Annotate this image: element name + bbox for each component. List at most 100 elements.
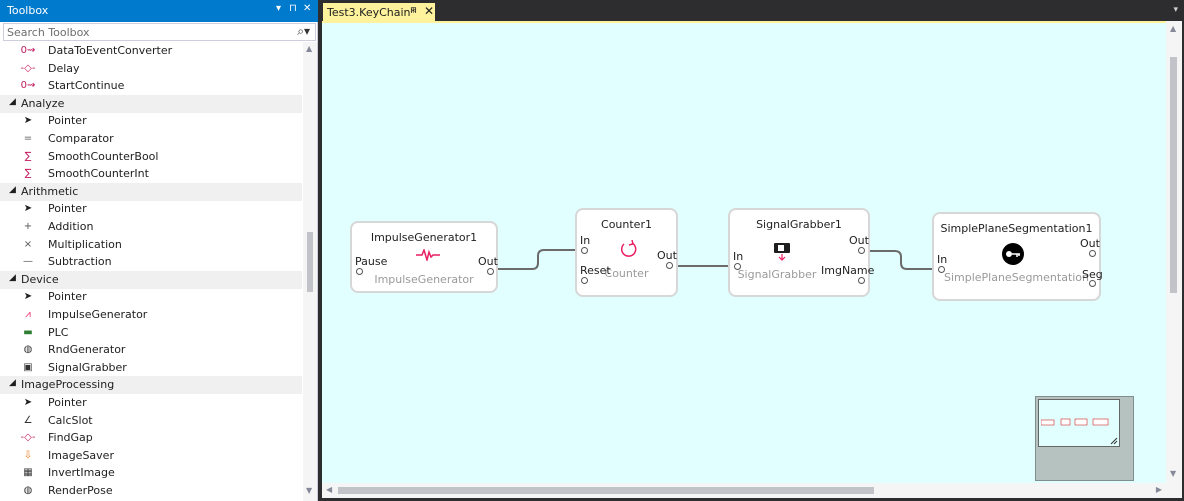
toolbox-item-rndgenerator[interactable]: ◍RndGenerator (0, 341, 302, 359)
toolbox-item-addition[interactable]: + Addition (0, 218, 302, 236)
tab-close-icon[interactable]: ✕ (424, 4, 435, 18)
search-icon[interactable]: ⌕▾ (297, 24, 310, 38)
pointer-icon: ➤ (23, 397, 33, 408)
toolbox-item-renderpose[interactable]: ◍RenderPose (0, 482, 302, 500)
toolbox-item-smoothcounterbool[interactable]: ∑SmoothCounterBool (0, 148, 302, 166)
signal-grabber-icon: ▣ (23, 361, 33, 373)
toolbox-category-arithmetic[interactable]: ◢Arithmetic (0, 182, 302, 201)
times-icon: × (23, 238, 33, 250)
toolbox-item-subtraction[interactable]: —Subtraction (0, 253, 302, 271)
toolbox-item-datatoeventconverter[interactable]: 0⇝DataToEventConverter (0, 42, 302, 60)
toolbox-item-pointer[interactable]: ➤Pointer (0, 200, 302, 218)
toolbox-row-label: Multiplication (48, 237, 122, 251)
port-out[interactable] (666, 262, 673, 269)
pointer-icon: ➤ (23, 291, 33, 303)
resize-grip-icon[interactable] (1110, 437, 1118, 445)
toolbox-tree: 0⇝DataToEventConverter-◇-Delay 0⇝ StartCon… (0, 42, 302, 501)
expand-arrow-icon[interactable]: ◢ (9, 96, 16, 107)
canvas-vertical-scrollbar[interactable]: ▲ ▼ (1166, 21, 1182, 483)
minimap-viewport[interactable] (1038, 399, 1120, 447)
smooth-counter-int-icon: ∑ (24, 168, 32, 180)
toolbox-item-pointer[interactable]: ➤Pointer (0, 288, 302, 306)
toolbox-row-label: Comparator (48, 132, 114, 145)
tab-test3-keychain[interactable]: Test3.KeyChain* ⊓ ✕ (323, 3, 435, 22)
toolbox-item-pointer[interactable]: ➤Pointer (0, 112, 302, 130)
toolbox-category-device[interactable]: ◢Device (0, 270, 302, 289)
canvas-horizontal-scrollbar[interactable]: ◀ ▶ (322, 483, 1166, 498)
toolbox-row-label: SmoothCounterInt (48, 167, 149, 181)
calc-slot-icon: ∠ (23, 414, 33, 426)
signal-grabber-icon (774, 243, 790, 261)
scroll-thumb[interactable] (338, 487, 874, 494)
toolbox-row-label: StartContinue (48, 79, 125, 93)
port-label-out: Out (657, 249, 677, 262)
port-out[interactable] (1089, 250, 1096, 257)
toolbox-item-calcslot[interactable]: ∠ CalcSlot (0, 412, 302, 430)
dropdown-icon[interactable]: ▾ (276, 3, 282, 14)
render-pose-icon: ◍ (23, 485, 33, 496)
port-seg[interactable] (1089, 280, 1096, 287)
port-out[interactable] (858, 247, 865, 254)
port-reset[interactable] (581, 277, 588, 284)
toolbox-row-label: CalcSlot (48, 413, 93, 427)
tab-label: Test3.KeyChain* (327, 6, 417, 19)
start-continue-icon: 0⇝ (20, 80, 36, 92)
toolbox-item-multiplication[interactable]: × Multiplication (0, 236, 302, 254)
toolbox-item-invertimage[interactable]: ▦InvertImage (0, 464, 302, 482)
scroll-right-icon[interactable]: ▶ (1155, 485, 1162, 494)
scroll-thumb[interactable] (1170, 57, 1177, 293)
node-subtitle: SignalGrabber (737, 268, 817, 281)
tab-menu-icon[interactable]: ▾ (1173, 5, 1178, 15)
toolbox-row-label: Analyze (21, 96, 65, 110)
scroll-left-icon[interactable]: ◀ (326, 485, 333, 494)
toolbox-item-impulsegenerator[interactable]: ⩘ImpulseGenerator (0, 306, 302, 324)
wire-impulse-to-counter (490, 249, 584, 270)
node-title: ImpulseGenerator1 (370, 231, 478, 244)
scroll-down-icon[interactable]: ▼ (306, 486, 313, 495)
port-pause[interactable] (356, 268, 363, 275)
minimap[interactable] (1035, 396, 1134, 481)
node-counter[interactable]: Counter1 Counter In Reset Out (575, 208, 678, 297)
expand-arrow-icon[interactable]: ◢ (9, 272, 16, 283)
toolbox-item-imagesaver[interactable]: ⇩ImageSaver (0, 447, 302, 465)
port-label-in: In (580, 234, 591, 247)
node-simple-plane-segmentation[interactable]: SimplePlaneSegmentation1 SimplePlaneSegm… (932, 212, 1103, 301)
scroll-down-icon[interactable]: ▼ (1170, 469, 1177, 478)
toolbox-row-label: Addition (48, 220, 94, 233)
toolbox-item-smoothcounterint[interactable]: ∑ SmoothCounterInt (0, 165, 302, 183)
toolbox-item-delay[interactable]: -◇-Delay (0, 60, 302, 78)
toolbox-row-label: ImageProcessing (21, 378, 115, 392)
scroll-thumb[interactable] (307, 232, 313, 292)
expand-arrow-icon[interactable]: ◢ (9, 184, 16, 195)
search-toolbox[interactable]: ⌕▾ (3, 23, 316, 41)
toolbox-category-imageprocessing[interactable]: ◢ ImageProcessing (0, 376, 302, 395)
toolbox-item-signalgrabber[interactable]: ▣SignalGrabber (0, 359, 302, 377)
node-impulse-generator[interactable]: ImpulseGenerator1 ImpulseGenerator Pause… (350, 221, 498, 293)
port-in[interactable] (581, 247, 588, 254)
toolbox-category-analyze[interactable]: ◢ Analyze (0, 94, 302, 113)
scroll-up-icon[interactable]: ▲ (1170, 24, 1177, 33)
flow-canvas[interactable]: ImpulseGenerator1 ImpulseGenerator Pause… (322, 21, 1169, 483)
minimap-nodes (1041, 418, 1109, 426)
toolbox-item-plc[interactable]: ▬PLC (0, 324, 302, 342)
port-in[interactable] (734, 263, 741, 270)
expand-arrow-icon[interactable]: ◢ (9, 378, 16, 389)
toolbox-item-findgap[interactable]: -◇-FindGap (0, 429, 302, 447)
toolbox-row-label: DataToEventConverter (48, 44, 173, 57)
port-out[interactable] (487, 268, 494, 275)
toolbox-row-label: ImpulseGenerator (48, 308, 148, 321)
port-label-out: Out (478, 255, 498, 268)
pin-icon[interactable]: ⊓ (289, 3, 297, 14)
port-imgname[interactable] (858, 277, 865, 284)
scroll-up-icon[interactable]: ▲ (306, 44, 313, 53)
node-signal-grabber[interactable]: SignalGrabber1 SignalGrabber In Out ImgN… (728, 208, 874, 297)
toolbox-scrollbar[interactable]: ▲ ▼ (303, 42, 317, 501)
plus-icon: + (23, 221, 33, 232)
port-in[interactable] (938, 266, 945, 273)
tab-pin-icon[interactable]: ⊓ (410, 6, 418, 16)
toolbox-item-startcontinue[interactable]: 0⇝ StartContinue (0, 77, 302, 95)
search-input[interactable] (7, 25, 277, 39)
toolbox-item-pointer[interactable]: ➤Pointer (0, 394, 302, 412)
toolbox-item-comparator[interactable]: =Comparator (0, 130, 302, 148)
close-icon[interactable]: ✕ (303, 3, 312, 14)
